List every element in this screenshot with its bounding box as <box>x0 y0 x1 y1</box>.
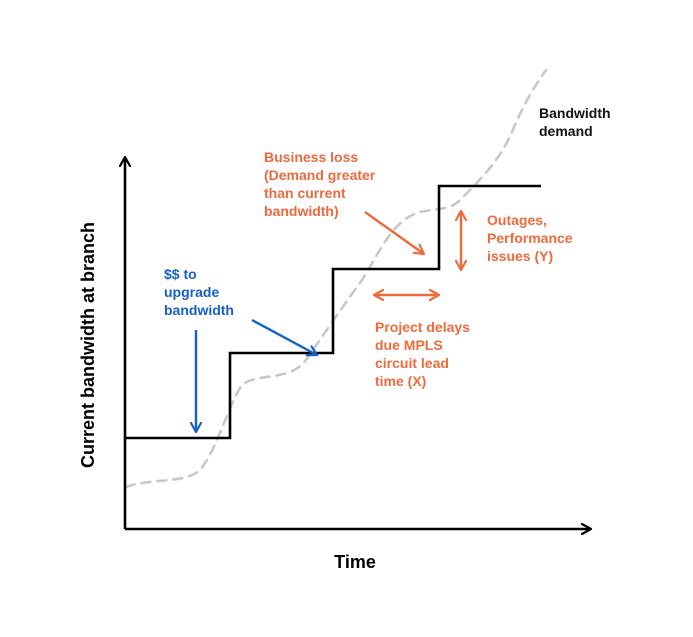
project-delays-label: Project delays due MPLS circuit lead tim… <box>375 319 474 389</box>
outages-label: Outages, Performance issues (Y) <box>487 212 576 264</box>
bandwidth-staircase <box>126 184 541 440</box>
demand-curve <box>124 68 548 489</box>
upgrade-cost-label: $$ to upgrade bandwidth <box>164 266 234 318</box>
demand-label: Bandwidth demand <box>539 105 614 139</box>
y-axis-title: Current bandwidth at branch <box>78 222 98 468</box>
business-loss-arrow <box>364 211 424 254</box>
business-loss-label: Business loss (Demand greater than curre… <box>264 149 379 219</box>
upgrade-cost-arrow-diagonal <box>251 318 317 355</box>
x-axis-title: Time <box>334 552 376 572</box>
